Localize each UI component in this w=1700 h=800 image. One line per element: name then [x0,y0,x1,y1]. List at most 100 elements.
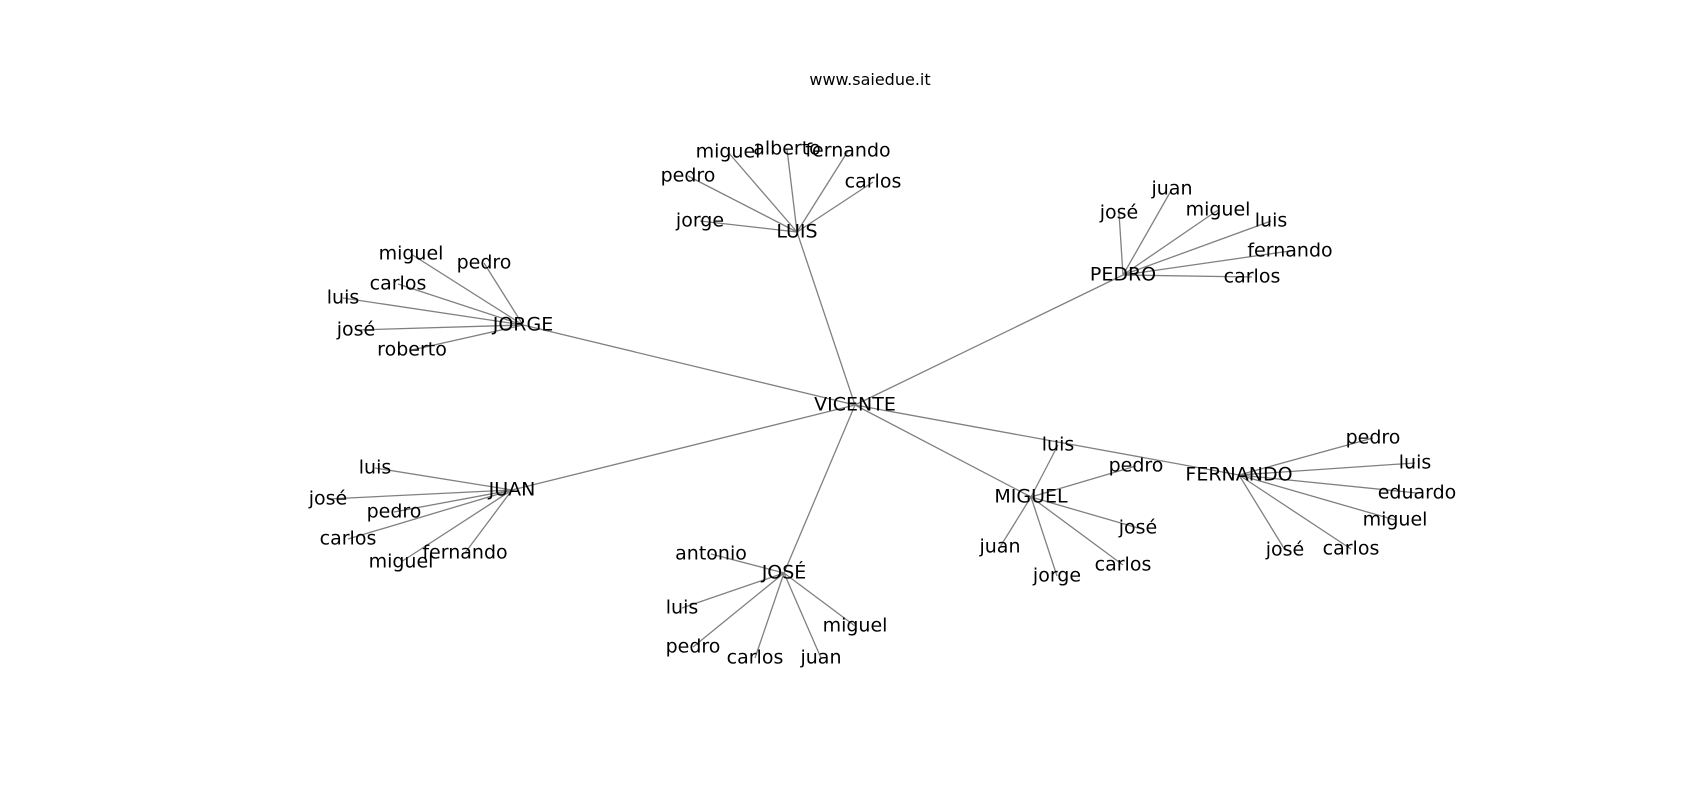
edge-luis-leaf-3 [796,181,874,233]
leaf-node-label: luis [1042,434,1075,456]
edge-juan-leaf-3 [347,489,513,540]
hub-node-label-fernando: FERNANDO [1185,464,1292,486]
leaf-node-label: carlos [1224,266,1281,288]
leaf-node-label: luis [359,457,392,479]
edge-jose-leaf-5 [783,572,856,627]
edge-miguel-leaf-4 [1030,496,1058,577]
leaf-node-label: pedro [1109,455,1164,477]
edge-jose-leaf-0 [710,553,785,574]
edges-layer [327,148,1418,659]
root-node-label: VICENTE [814,394,896,416]
edge-jorge-leaf-5 [411,324,524,351]
edge-jose-leaf-4 [783,572,822,659]
leaf-node-label: jorge [1032,565,1081,587]
leaf-node-label: juan [799,647,841,669]
edge-jose-leaf-2 [692,572,785,648]
edge-jorge-leaf-3 [342,297,524,326]
edge-root-miguel [854,404,1032,498]
hub-node-label-pedro: PEDRO [1090,264,1156,286]
watermark-text: www.saiedue.it [809,70,931,89]
leaf-node-label: eduardo [1378,482,1457,504]
leaf-node-label: antonio [675,543,747,565]
leaf-node-label: miguel [823,615,888,637]
edge-luis-leaf-2 [796,150,849,233]
edge-root-pedro [854,274,1124,406]
leaf-node-label: miguel [379,243,444,265]
leaf-node-label: jorge [675,210,724,232]
edge-root-fernando [854,404,1240,476]
leaf-node-label: roberto [377,339,447,361]
edge-pedro-leaf-0 [1122,188,1173,276]
leaf-node-label: fernando [805,140,890,162]
edge-fernando-leaf-5 [1238,474,1286,551]
edge-luis-leaf-4 [687,175,798,233]
edge-root-juan [511,404,856,491]
hub-node-label-jorge: JORGE [492,314,554,336]
leaf-node-label: miguel [696,141,761,163]
edge-fernando-leaf-2 [1238,474,1418,494]
edge-pedro-leaf-2 [1122,209,1219,276]
leaf-node-label: josé [1118,517,1158,539]
leaf-node-label: carlos [1095,554,1152,576]
edge-jorge-leaf-0 [410,253,524,326]
edge-jose-leaf-1 [681,572,785,609]
leaf-node-label: josé [336,319,376,341]
leaf-node-label: luis [1399,452,1432,474]
leaf-node-label: carlos [1323,538,1380,560]
hub-node-label-miguel: MIGUEL [994,486,1068,508]
edge-juan-leaf-0 [374,467,513,491]
leaf-node-label: pedro [1346,427,1401,449]
edge-fernando-leaf-4 [1238,474,1352,550]
edge-miguel-leaf-1 [1030,465,1137,498]
leaf-node-label: pedro [661,165,716,187]
edge-juan-leaf-2 [393,489,513,513]
edge-pedro-leaf-4 [1122,250,1291,276]
edge-fernando-leaf-3 [1238,474,1396,521]
leaf-node-label: josé [1099,202,1139,224]
leaf-node-label: pedro [367,501,422,523]
edge-root-jorge [522,324,856,406]
hub-node-label-jose: JOSÉ [761,561,807,584]
edge-pedro-leaf-1 [1118,212,1124,276]
edge-root-jose [783,404,856,574]
edge-luis-leaf-0 [727,151,798,233]
leaf-node-label: carlos [370,273,427,295]
leaf-node-label: josé [1265,539,1305,561]
leaf-node-label: luis [1255,210,1288,232]
leaf-node-label: carlos [727,647,784,669]
edge-fernando-leaf-0 [1238,437,1374,476]
leaf-node-label: josé [308,488,348,510]
edge-fernando-leaf-1 [1238,462,1416,476]
edge-miguel-leaf-2 [1030,496,1139,529]
leaf-node-label: miguel [1186,199,1251,221]
leaf-node-label: juan [978,536,1020,558]
leaf-node-label: fernando [422,542,507,564]
edge-luis-leaf-5 [699,220,798,233]
edge-jorge-leaf-1 [483,262,524,326]
leaf-node-label: alberto [753,138,821,160]
edge-jose-leaf-3 [754,572,785,659]
edge-luis-leaf-1 [786,148,798,233]
leaf-node-label: luis [327,287,360,309]
leaf-node-label: carlos [845,171,902,193]
leaf-node-label: pedro [666,636,721,658]
leaf-node-label: fernando [1247,240,1332,262]
edge-jorge-leaf-4 [355,324,524,331]
leaf-node-label: miguel [369,551,434,573]
edge-root-luis [796,231,856,406]
edge-miguel-leaf-0 [1030,444,1059,498]
edge-miguel-leaf-3 [1030,496,1124,566]
hub-node-label-luis: LUIS [776,221,817,243]
edge-pedro-leaf-3 [1122,220,1272,276]
edge-juan-leaf-1 [327,489,513,500]
edge-miguel-leaf-5 [999,496,1032,548]
edge-juan-leaf-4 [400,489,513,563]
hub-node-label-juan: JUAN [488,479,536,501]
edge-juan-leaf-5 [464,489,513,554]
leaf-node-label: luis [666,597,699,619]
leaf-node-label: miguel [1363,509,1428,531]
leaf-node-label: juan [1150,178,1192,200]
leaf-node-label: pedro [457,252,512,274]
labels-layer: VICENTELUISmiguelalbertofernandocarlospe… [308,138,1457,669]
